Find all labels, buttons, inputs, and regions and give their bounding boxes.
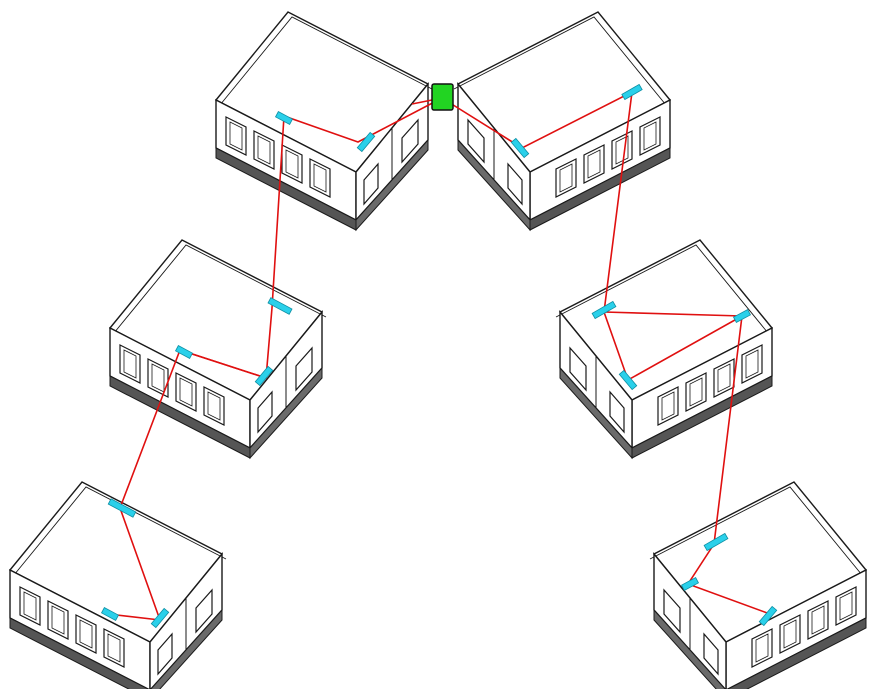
network-hub-icon (432, 84, 453, 110)
tent-mid-left (110, 240, 326, 458)
tent-mid-right (556, 240, 772, 458)
tent-top-right (454, 12, 670, 230)
tent-bottom-left (10, 482, 226, 689)
